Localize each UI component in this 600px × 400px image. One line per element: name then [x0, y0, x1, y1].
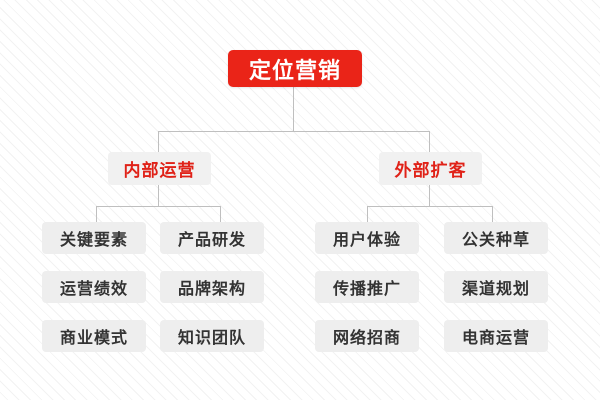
- leaf-node-business-model[interactable]: 商业模式: [42, 320, 146, 352]
- connector-branch-right-drop: [429, 131, 430, 152]
- leaf-node-pr-seeding[interactable]: 公关种草: [444, 222, 548, 254]
- connector-left-stem: [158, 185, 159, 206]
- connector-left-bar: [96, 206, 221, 207]
- connector-right-col2-drop: [492, 206, 493, 222]
- connector-right-col1-drop: [367, 206, 368, 222]
- leaf-node-product-rd[interactable]: 产品研发: [160, 222, 264, 254]
- connector-left-col2-drop: [220, 206, 221, 222]
- leaf-node-key-elements[interactable]: 关键要素: [42, 222, 146, 254]
- leaf-node-brand-architecture[interactable]: 品牌架构: [160, 271, 264, 303]
- connector-branch-bar: [158, 131, 429, 132]
- leaf-node-user-experience[interactable]: 用户体验: [315, 222, 419, 254]
- connector-root-stem: [293, 87, 294, 131]
- leaf-node-online-investment-attraction[interactable]: 网络招商: [315, 320, 419, 352]
- connector-left-col1-drop: [96, 206, 97, 222]
- branch-node-external-customer-expansion[interactable]: 外部扩客: [379, 152, 482, 185]
- connector-branch-left-drop: [158, 131, 159, 152]
- connector-right-stem: [429, 185, 430, 206]
- branch-node-internal-operations[interactable]: 内部运营: [108, 152, 211, 185]
- root-node-positioning-marketing[interactable]: 定位营销: [228, 50, 362, 87]
- connector-right-bar: [367, 206, 492, 207]
- leaf-node-channel-planning[interactable]: 渠道规划: [444, 271, 548, 303]
- leaf-node-ecommerce-operations[interactable]: 电商运营: [444, 320, 548, 352]
- leaf-node-knowledge-team[interactable]: 知识团队: [160, 320, 264, 352]
- leaf-node-operational-performance[interactable]: 运营绩效: [42, 271, 146, 303]
- leaf-node-communication-promotion[interactable]: 传播推广: [315, 271, 419, 303]
